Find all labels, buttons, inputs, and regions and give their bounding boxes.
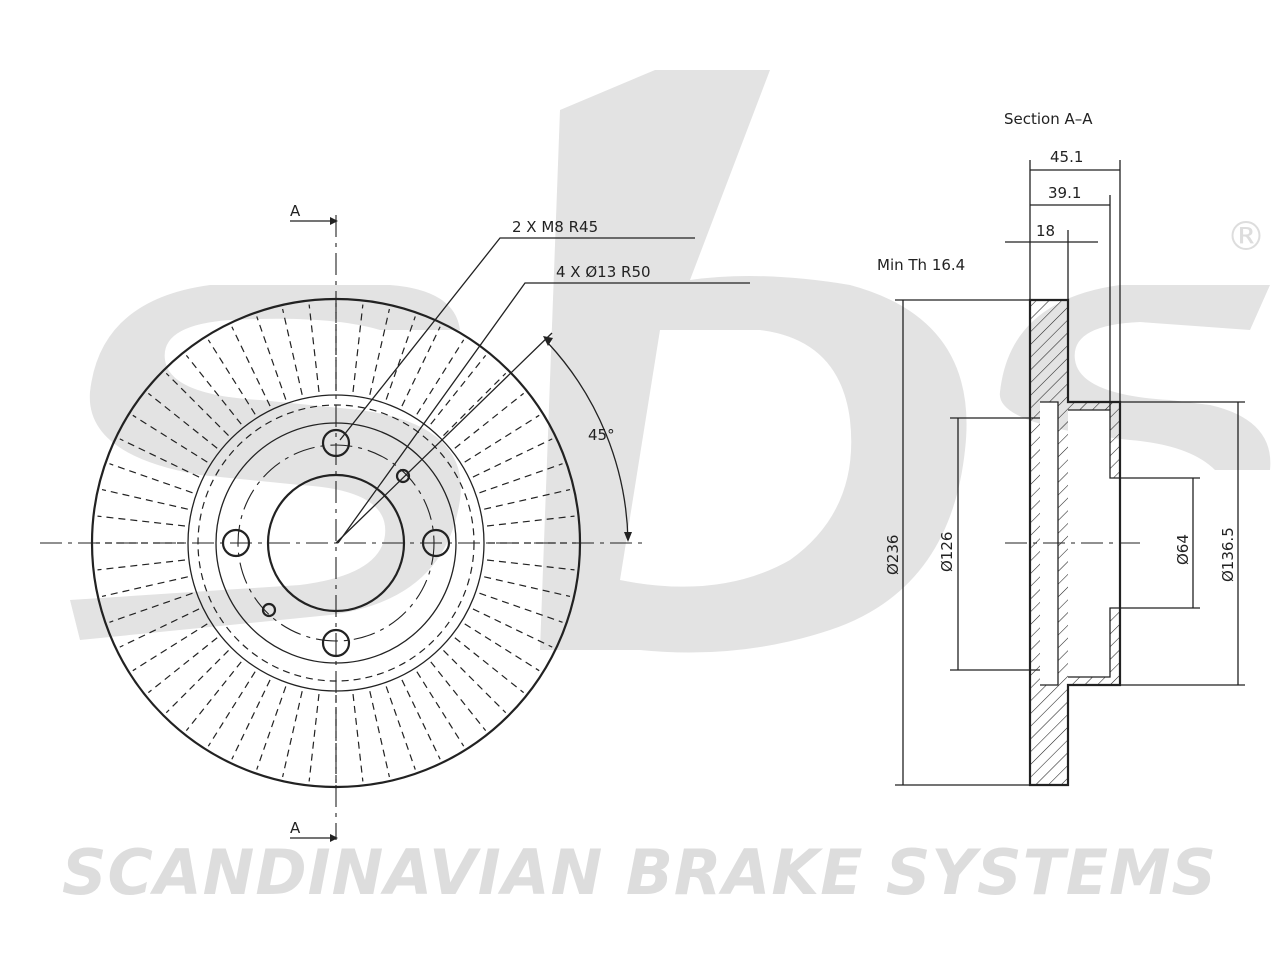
angle-reference-line — [335, 332, 553, 544]
vane-line — [352, 693, 364, 782]
vane-line — [464, 414, 540, 463]
vane-line — [472, 608, 553, 648]
thread-callout: 2 X M8 R45 — [512, 218, 598, 236]
vane-line — [185, 354, 242, 425]
center-bore — [266, 473, 406, 613]
vane-line — [147, 392, 218, 449]
dim-outer-diameter: Ø236 — [884, 535, 902, 575]
vane-line — [282, 308, 303, 395]
min-thickness: Min Th 16.4 — [877, 256, 965, 274]
dim-overall-height: 45.1 — [1050, 148, 1083, 166]
vane-line — [472, 438, 553, 478]
vane-line — [484, 489, 571, 510]
section-marker-top: A — [290, 202, 301, 220]
vane-line — [352, 304, 364, 393]
vane-line — [256, 686, 287, 770]
angle-arc — [547, 342, 629, 541]
vane-line — [97, 559, 186, 571]
dim-thickness: 18 — [1036, 222, 1055, 240]
vane-line — [486, 515, 575, 527]
vane-line — [443, 372, 507, 436]
bolt-hole-top — [321, 428, 351, 458]
vane-line — [385, 316, 416, 400]
vane-line — [207, 671, 256, 747]
hat-outer-edge-hidden — [197, 404, 475, 682]
vane-line — [401, 679, 441, 760]
vane-line — [308, 693, 320, 782]
vane-line — [385, 686, 416, 770]
vane-line — [147, 637, 218, 694]
friction-ring-inner-edge — [187, 394, 485, 692]
vane-line — [231, 679, 271, 760]
vane-line — [443, 650, 507, 714]
vane-line — [109, 463, 193, 494]
hole-callout-leader — [337, 282, 750, 544]
thread-callout-leader — [339, 237, 695, 441]
brand-text-watermark: SCANDINAVIAN BRAKE SYSTEMS — [62, 836, 1217, 909]
front-view: A A 2 X M8 R45 4 X Ø13 R50 45° — [40, 202, 750, 842]
vane-line — [464, 623, 540, 672]
vane-line — [231, 326, 271, 407]
vane-line — [454, 637, 525, 694]
vane-line — [416, 339, 465, 415]
vane-line — [119, 608, 200, 648]
dim-hat-diameter: Ø136.5 — [1219, 527, 1237, 582]
vane-line — [256, 316, 287, 400]
bolt-hole-left — [221, 528, 251, 558]
vane-line — [454, 392, 525, 449]
vane-line — [479, 463, 563, 494]
vane-line — [132, 623, 208, 672]
vane-line — [119, 438, 200, 478]
vane-line — [165, 650, 229, 714]
hat-inner-profile — [1068, 409, 1120, 678]
vane-line — [185, 661, 242, 732]
bolt-hole-right — [421, 528, 451, 558]
hat-edge — [215, 422, 457, 664]
vane-line — [486, 559, 575, 571]
section-title: Section A–A — [1004, 110, 1093, 128]
threaded-hole-lower — [261, 602, 277, 618]
vane-line — [308, 304, 320, 393]
disc-outer-edge — [90, 297, 582, 789]
vane-line — [416, 671, 465, 747]
registered-mark: ® — [1226, 214, 1267, 260]
vane-line — [401, 326, 441, 407]
vane-line — [101, 489, 188, 510]
threaded-hole-upper — [395, 468, 411, 484]
section-marker-bottom: A — [290, 819, 301, 837]
vane-line — [97, 515, 186, 527]
vane-line — [484, 576, 571, 597]
vane-line — [165, 372, 229, 436]
bolt-circle — [237, 444, 435, 642]
vane-line — [101, 576, 188, 597]
ventilation-vanes — [96, 303, 576, 783]
vane-line — [369, 308, 390, 395]
dim-friction-inner-diameter: Ø126 — [938, 532, 956, 572]
vane-line — [479, 592, 563, 623]
vane-line — [132, 414, 208, 463]
vane-line — [207, 339, 256, 415]
bolt-hole-bottom — [321, 628, 351, 658]
dim-center-bore: Ø64 — [1174, 534, 1192, 565]
vane-line — [109, 592, 193, 623]
vane-line — [282, 691, 303, 778]
hole-callout: 4 X Ø13 R50 — [556, 263, 651, 281]
angle-label: 45° — [588, 426, 615, 444]
vane-line — [430, 354, 487, 425]
dim-hat-depth: 39.1 — [1048, 184, 1081, 202]
section-view: Section A–A 45.1 39.1 18 Min Th 16.4 Ø23… — [877, 110, 1245, 787]
vane-line — [430, 661, 487, 732]
vane-line — [369, 691, 390, 778]
